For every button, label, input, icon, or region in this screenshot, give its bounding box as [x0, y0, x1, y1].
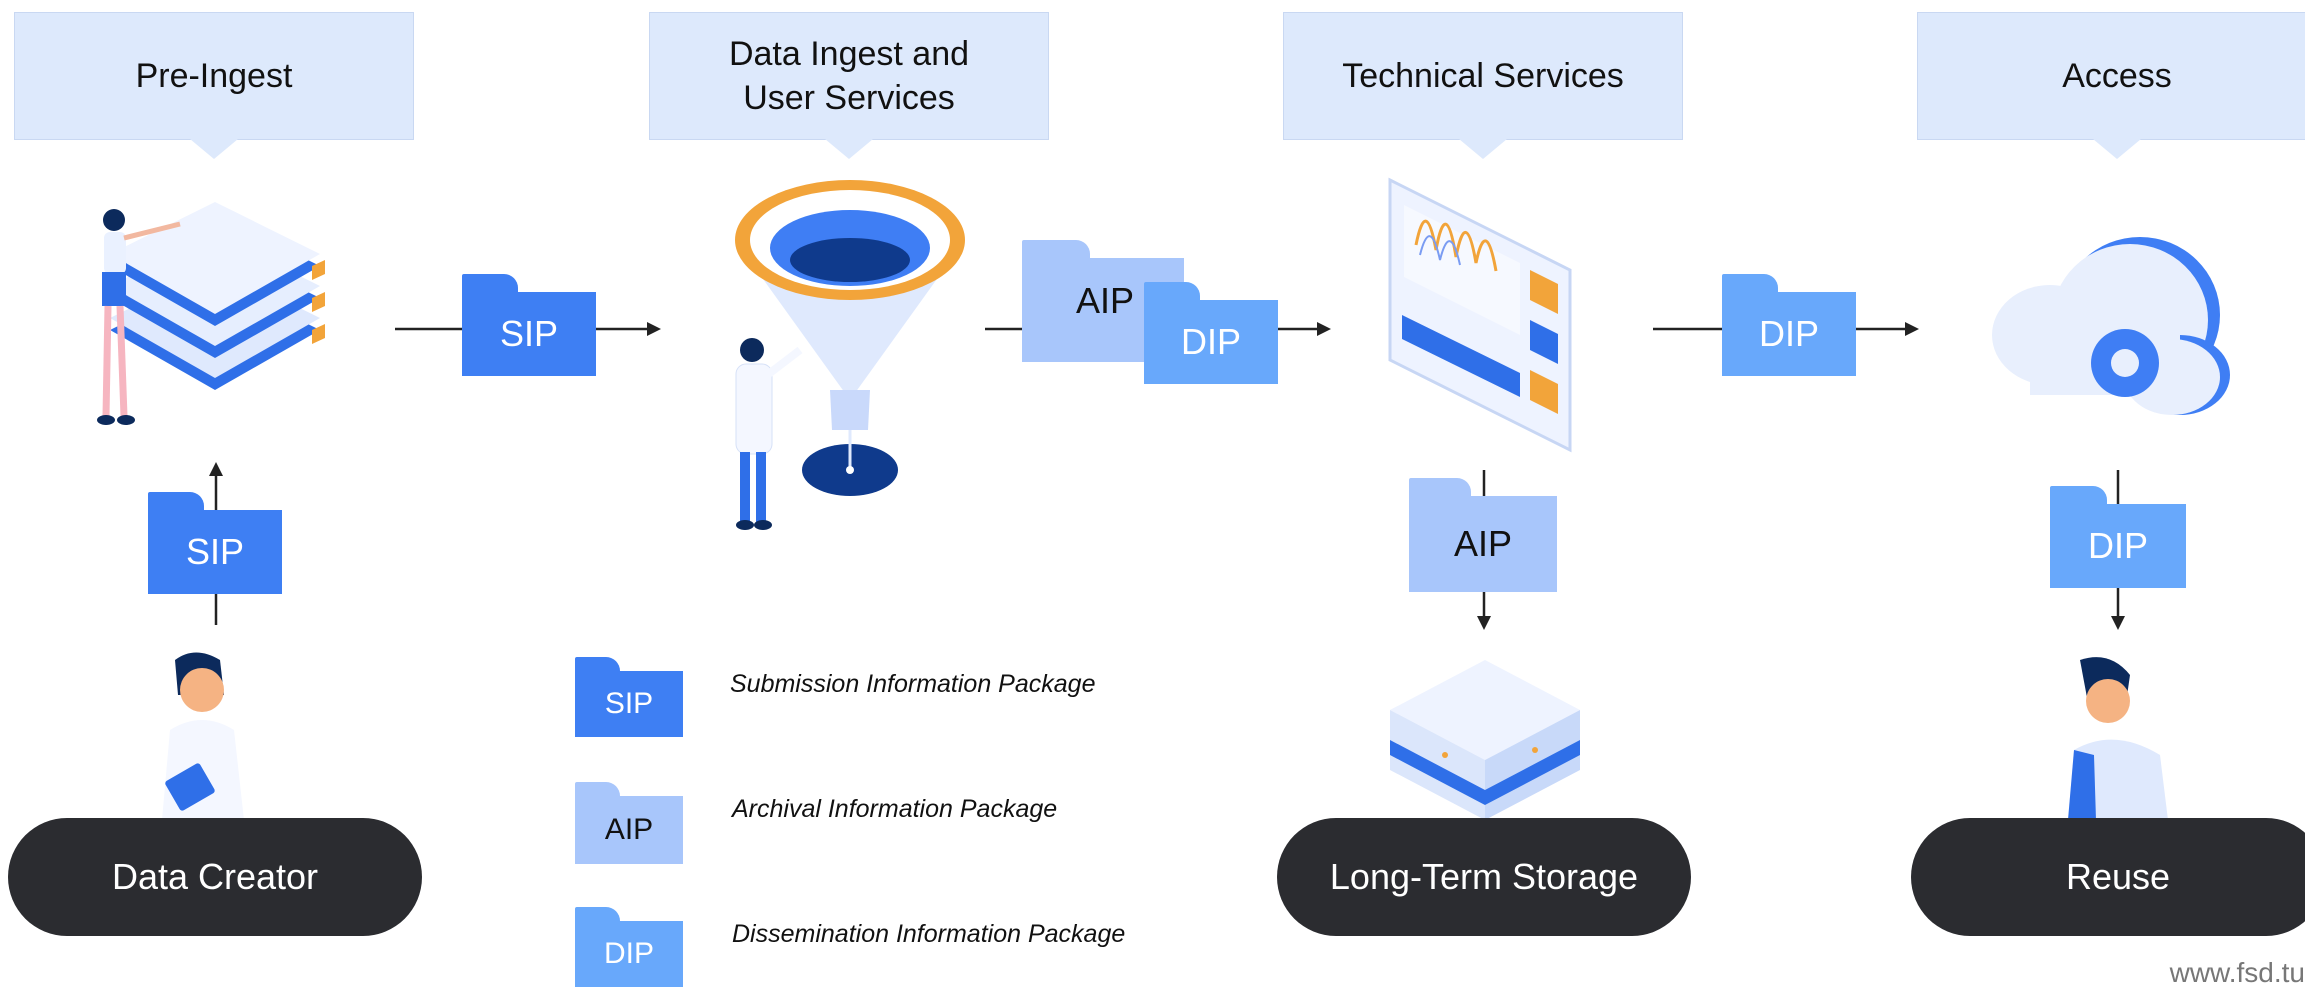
dip-access-folder: DIP [1722, 274, 1856, 376]
folder-tab [1409, 478, 1472, 500]
folder-tab [575, 907, 621, 925]
dip-ingest-folder: DIP [1144, 282, 1278, 384]
thinking-man-icon [2068, 657, 2168, 820]
folder-tab [148, 492, 205, 514]
folder-tab [575, 657, 621, 675]
person-pointing-icon [97, 209, 181, 425]
node-data-creator: Data Creator [8, 818, 422, 936]
dip-reuse-label: DIP [2050, 504, 2186, 588]
stage-technical-services-label: Technical Services [1342, 57, 1624, 95]
node-reuse: Reuse [1911, 818, 2305, 936]
legend-dip-folder: DIP [575, 907, 683, 987]
legend-dip-label: DIP [575, 921, 683, 987]
sip-creator-folder: SIP [148, 492, 282, 594]
storage-server-illustration [1390, 660, 1580, 820]
stage-ingest: Data Ingest and User Services [649, 12, 1049, 159]
dip-access-label: DIP [1722, 292, 1856, 376]
legend-sip-folder: SIP [575, 657, 683, 737]
stage-access: Access [1917, 12, 2305, 159]
node-reuse-label: Reuse [2065, 856, 2171, 897]
scientist-icon [735, 338, 803, 530]
folder-tab [462, 274, 519, 296]
stage-access-label: Access [2062, 57, 2172, 95]
footer-url: www.fsd.tu [2169, 957, 2305, 988]
legend-aip-label: AIP [575, 796, 683, 864]
ingest-funnel-illustration [735, 180, 965, 530]
technical-dashboard-illustration [1388, 177, 1572, 453]
sip-creator-label: SIP [148, 510, 282, 594]
sip-package-folder: SIP [462, 274, 596, 376]
dip-reuse-folder: DIP [2050, 486, 2186, 588]
folder-tab [1722, 274, 1779, 296]
woman-with-tablet-icon [162, 652, 244, 820]
cloud-access-illustration [1992, 237, 2230, 415]
legend-dip-description: Dissemination Information Package [732, 920, 1126, 948]
legend-aip-description: Archival Information Package [732, 795, 1058, 823]
aip-storage-label: AIP [1409, 496, 1557, 592]
dashboard-screen-icon [1388, 177, 1572, 453]
server-icon [1390, 660, 1580, 820]
cloud-gear-icon [1992, 237, 2230, 415]
funnel-icon [735, 180, 965, 496]
legend-sip-label: SIP [575, 671, 683, 737]
node-data-creator-label: Data Creator [111, 856, 319, 897]
legend-sip-description: Submission Information Package [730, 670, 1096, 698]
folder-tab [2050, 486, 2108, 508]
data-layers-illustration [97, 202, 325, 425]
sip-package-label: SIP [462, 292, 596, 376]
reuse-person-illustration [2068, 657, 2168, 820]
legend-aip-folder: AIP [575, 782, 683, 864]
stage-technical-services: Technical Services [1283, 12, 1683, 159]
aip-storage-folder: AIP [1409, 478, 1557, 592]
data-creator-person-illustration [162, 652, 244, 820]
stage-pre-ingest-label: Pre-Ingest [135, 57, 293, 95]
dip-ingest-label: DIP [1144, 300, 1278, 384]
stacked-layers-icon [110, 202, 325, 390]
folder-tab [1022, 240, 1091, 262]
stage-ingest-label: Data Ingest and User Services [728, 35, 970, 117]
node-long-term-storage: Long-Term Storage [1277, 818, 1691, 936]
folder-tab [1144, 282, 1201, 304]
stage-pre-ingest: Pre-Ingest [14, 12, 414, 159]
node-long-term-storage-label: Long-Term Storage [1329, 856, 1639, 897]
folder-tab [575, 782, 621, 800]
